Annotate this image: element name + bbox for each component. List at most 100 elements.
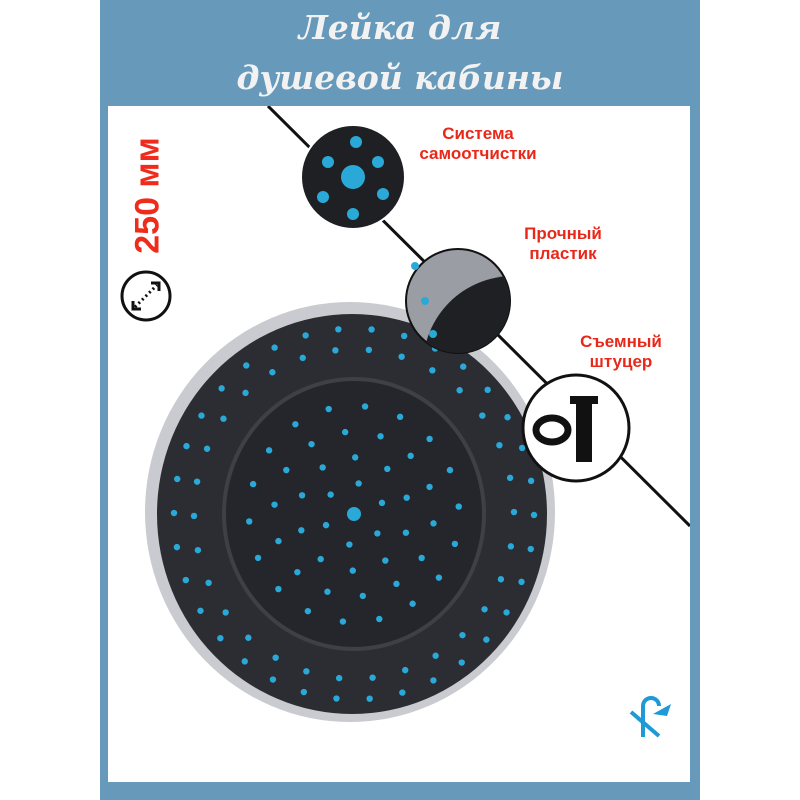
nozzle-dot bbox=[352, 454, 359, 461]
nozzle-dot bbox=[217, 634, 224, 642]
nozzle-dot bbox=[190, 512, 198, 520]
nozzle-dot bbox=[241, 658, 248, 665]
nozzle-dot bbox=[220, 415, 227, 422]
nozzle-dot bbox=[376, 615, 383, 623]
nozzle-dot bbox=[510, 508, 518, 516]
nozzle-dot bbox=[365, 346, 373, 354]
nozzle-dot bbox=[507, 543, 515, 550]
self-cleaning-detail bbox=[300, 124, 406, 230]
nozzle-dot bbox=[377, 433, 384, 440]
nozzle-dot bbox=[456, 387, 463, 394]
durable-plastic-detail bbox=[405, 248, 511, 354]
nozzle-dot bbox=[484, 386, 491, 394]
nozzle-dot bbox=[527, 477, 535, 485]
nozzle-dot bbox=[173, 543, 181, 551]
nozzle-dot bbox=[170, 509, 178, 517]
nozzle-dot bbox=[518, 578, 525, 586]
nozzle-dot bbox=[451, 540, 459, 548]
nozzle-dot bbox=[459, 631, 466, 639]
nozzle-dot bbox=[382, 557, 389, 564]
nozzle-dot bbox=[407, 452, 414, 460]
feature-label-line: штуцер bbox=[589, 352, 653, 371]
nozzle-dot bbox=[455, 503, 462, 510]
nozzle-dot bbox=[446, 466, 454, 474]
nozzle-dot bbox=[374, 530, 381, 537]
nozzle-dot bbox=[398, 353, 405, 360]
nozzle-dot bbox=[432, 652, 439, 659]
feature-durable-plastic-label: Прочный пластик bbox=[488, 224, 638, 264]
nozzle-dot bbox=[332, 347, 339, 354]
nozzle-dot bbox=[249, 480, 257, 488]
nozzle-dot bbox=[302, 332, 309, 339]
nozzle-dot bbox=[242, 389, 249, 397]
nozzle-dot bbox=[193, 478, 201, 485]
nozzle-dot bbox=[243, 362, 250, 369]
nozzle-dot bbox=[435, 574, 443, 581]
nozzle-dot bbox=[197, 607, 204, 614]
diameter-icon bbox=[120, 270, 172, 322]
nozzle-dot bbox=[324, 588, 331, 595]
nozzle-dot bbox=[269, 369, 276, 376]
nozzle-dot bbox=[327, 491, 334, 498]
nozzle-dot bbox=[497, 576, 505, 583]
nozzle-dot bbox=[355, 480, 362, 487]
nozzle-dot bbox=[308, 440, 315, 448]
nozzle-dot bbox=[378, 499, 386, 507]
nozzle-dot bbox=[271, 344, 278, 351]
nozzle-dot bbox=[335, 326, 342, 333]
nozzle-dot bbox=[174, 475, 181, 483]
nozzle-dot bbox=[182, 576, 190, 584]
nozzle-dot bbox=[271, 501, 278, 508]
nozzle-dot bbox=[393, 580, 400, 588]
nozzle-dot bbox=[527, 545, 534, 553]
nozzle-dot bbox=[359, 592, 367, 600]
nozzle-dot bbox=[346, 541, 353, 548]
nozzle-dot bbox=[430, 520, 437, 527]
nozzle-dot bbox=[349, 567, 356, 574]
feature-label-line: пластик bbox=[529, 244, 597, 263]
nozzle-dot bbox=[275, 585, 282, 593]
nozzle-dot bbox=[426, 483, 433, 491]
nozzle-dot bbox=[304, 607, 312, 615]
feature-label-line: самоотчистки bbox=[419, 144, 537, 163]
feature-self-cleaning-label: Система самоотчистки bbox=[403, 124, 553, 164]
nozzle-dot bbox=[396, 413, 404, 421]
feature-label-line: Съемный bbox=[580, 332, 662, 351]
nozzle-dot bbox=[369, 674, 376, 681]
nozzle-dot bbox=[481, 606, 488, 613]
nozzle-dot bbox=[347, 507, 361, 521]
nozzle-dot bbox=[361, 403, 369, 410]
nozzle-dot bbox=[506, 474, 514, 482]
nozzle-dot bbox=[518, 444, 526, 452]
title-line-2: душевой кабины bbox=[236, 58, 564, 97]
brand-logo-icon bbox=[629, 696, 671, 738]
nozzle-dot bbox=[503, 609, 510, 616]
nozzle-dot bbox=[400, 332, 408, 340]
nozzle-dot bbox=[496, 442, 503, 449]
nozzle-dot bbox=[283, 466, 290, 474]
nozzle-dot bbox=[333, 695, 340, 702]
nozzle-dot bbox=[429, 367, 436, 374]
nozzle-dot bbox=[292, 421, 299, 428]
nozzle-dot bbox=[426, 435, 433, 443]
nozzle-dot bbox=[430, 677, 437, 684]
product-panel: 250 мм Система самоотчистки Прочный плас… bbox=[108, 106, 690, 782]
nozzle-dot bbox=[294, 568, 301, 576]
removable-fitting-detail bbox=[521, 373, 631, 483]
nozzle-dot bbox=[205, 579, 212, 586]
nozzle-dot bbox=[479, 412, 486, 419]
nozzle-dot bbox=[460, 363, 467, 370]
nozzle-dot bbox=[303, 668, 310, 675]
nozzle-dot bbox=[322, 521, 330, 529]
nozzle-dot bbox=[341, 428, 349, 436]
shower-head-image bbox=[145, 302, 555, 722]
nozzle-dot bbox=[325, 405, 332, 413]
nozzle-dot bbox=[203, 445, 211, 452]
nozzle-dot bbox=[339, 618, 347, 625]
nozzle-dot bbox=[272, 654, 279, 661]
nozzle-dot bbox=[409, 600, 416, 607]
nozzle-dot bbox=[254, 554, 262, 562]
nozzle-dot bbox=[275, 537, 282, 545]
nozzle-dot bbox=[246, 518, 253, 525]
nozzle-dot bbox=[403, 494, 410, 501]
